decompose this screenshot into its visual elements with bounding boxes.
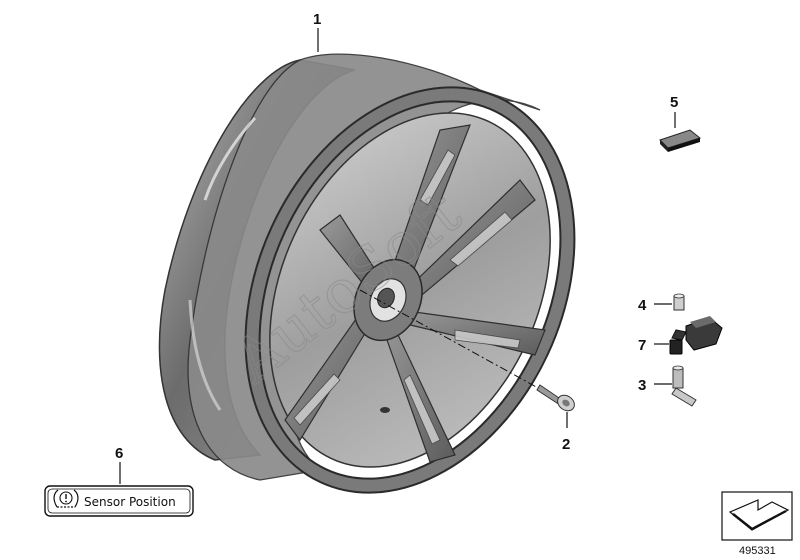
callout-7: 7 <box>638 337 646 354</box>
document-number: 495331 <box>739 545 776 557</box>
callout-5: 5 <box>670 94 678 111</box>
valve-sleeve <box>673 293 685 311</box>
wheel-rim <box>158 53 576 494</box>
callout-1: 1 <box>313 11 321 28</box>
valve-stem <box>671 365 697 407</box>
sensor-screw <box>536 384 575 412</box>
callout-2: 2 <box>562 436 570 453</box>
tpms-warning-icon <box>53 489 79 508</box>
callout-3: 3 <box>638 377 646 394</box>
rubber-pad <box>659 129 702 152</box>
tpms-sensor <box>669 316 723 355</box>
view-direction-arrow-icon <box>721 491 793 541</box>
leader-lines <box>119 28 676 484</box>
sensor-position-label: Sensor Position <box>84 495 176 509</box>
sensor-position-sticker: Sensor Position <box>44 485 194 517</box>
callout-6: 6 <box>115 445 123 462</box>
callout-4: 4 <box>638 297 647 314</box>
sensor-axis-line <box>359 289 561 401</box>
